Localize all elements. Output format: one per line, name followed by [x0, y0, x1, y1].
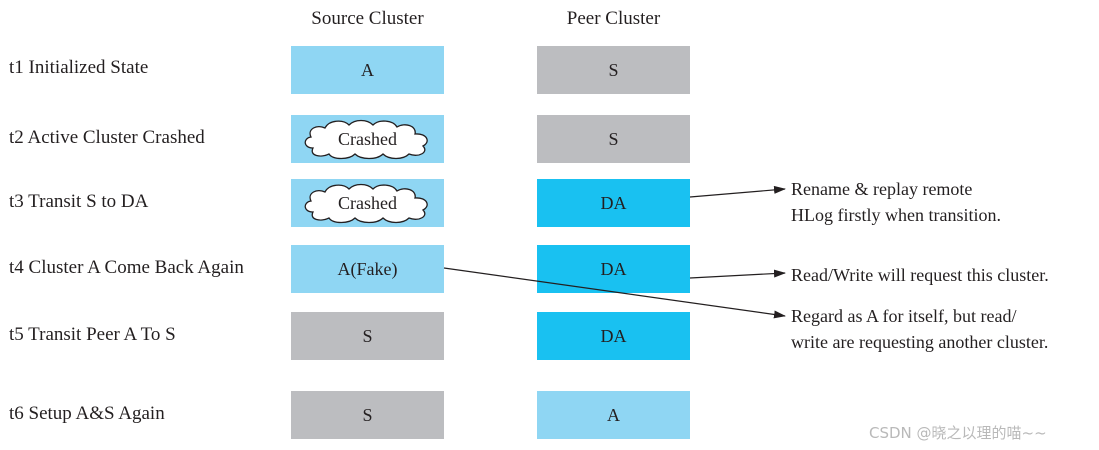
annotation-transition-line2: HLog firstly when transition. — [791, 205, 1001, 225]
row-label-t2: t2 Active Cluster Crashed — [9, 127, 205, 148]
annotation-transition: Rename & replay remote HLog firstly when… — [791, 176, 1001, 228]
source-cluster-header: Source Cluster — [311, 8, 424, 29]
row-label-t4: t4 Cluster A Come Back Again — [9, 257, 244, 278]
arrow-fake-note — [443, 267, 786, 319]
source-box-t6: S — [291, 391, 444, 439]
source-box-t2-text: Crashed — [338, 128, 397, 149]
annotation-readwrite-line1: Read/Write will request this cluster. — [791, 265, 1049, 285]
arrow-readwrite-note — [689, 269, 786, 279]
source-box-t5: S — [291, 312, 444, 360]
annotation-fake: Regard as A for itself, but read/ write … — [791, 303, 1048, 355]
csdn-watermark: CSDN @晓之以理的喵~~ — [869, 424, 1047, 442]
row-label-t1: t1 Initialized State — [9, 57, 149, 78]
annotation-transition-line1: Rename & replay remote — [791, 179, 973, 199]
row-label-t3: t3 Transit S to DA — [9, 191, 149, 212]
annotation-fake-line1: Regard as A for itself, but read/ — [791, 306, 1017, 326]
peer-box-t3-text: DA — [600, 192, 627, 213]
peer-box-t1-text: S — [608, 59, 619, 80]
source-box-t4: A(Fake) — [291, 245, 444, 293]
peer-box-t4-text: DA — [600, 258, 627, 279]
peer-box-t2-text: S — [608, 128, 619, 149]
source-box-t1-text: A — [361, 59, 374, 80]
row-label-t5: t5 Transit Peer A To S — [9, 324, 176, 345]
source-box-t6-text: S — [362, 404, 373, 425]
arrow-transition-note — [689, 185, 786, 198]
source-box-t2: Crashed — [291, 115, 444, 163]
source-box-t3: Crashed — [291, 179, 444, 227]
peer-box-t2: S — [537, 115, 690, 163]
peer-box-t3: DA — [537, 179, 690, 227]
source-box-t5-text: S — [362, 325, 373, 346]
peer-box-t5: DA — [537, 312, 690, 360]
crashed-cloud-icon — [304, 119, 428, 160]
peer-box-t5-text: DA — [600, 325, 627, 346]
annotation-readwrite: Read/Write will request this cluster. — [791, 262, 1049, 288]
source-box-t1: A — [291, 46, 444, 94]
source-box-t3-text: Crashed — [338, 192, 397, 213]
peer-box-t1: S — [537, 46, 690, 94]
annotation-fake-line2: write are requesting another cluster. — [791, 332, 1049, 352]
peer-box-t6: A — [537, 391, 690, 439]
crashed-cloud-icon — [304, 183, 428, 224]
peer-box-t6-text: A — [607, 404, 620, 425]
source-box-t4-text: A(Fake) — [337, 258, 398, 279]
peer-cluster-header: Peer Cluster — [566, 8, 661, 29]
row-label-t6: t6 Setup A&S Again — [9, 403, 165, 424]
